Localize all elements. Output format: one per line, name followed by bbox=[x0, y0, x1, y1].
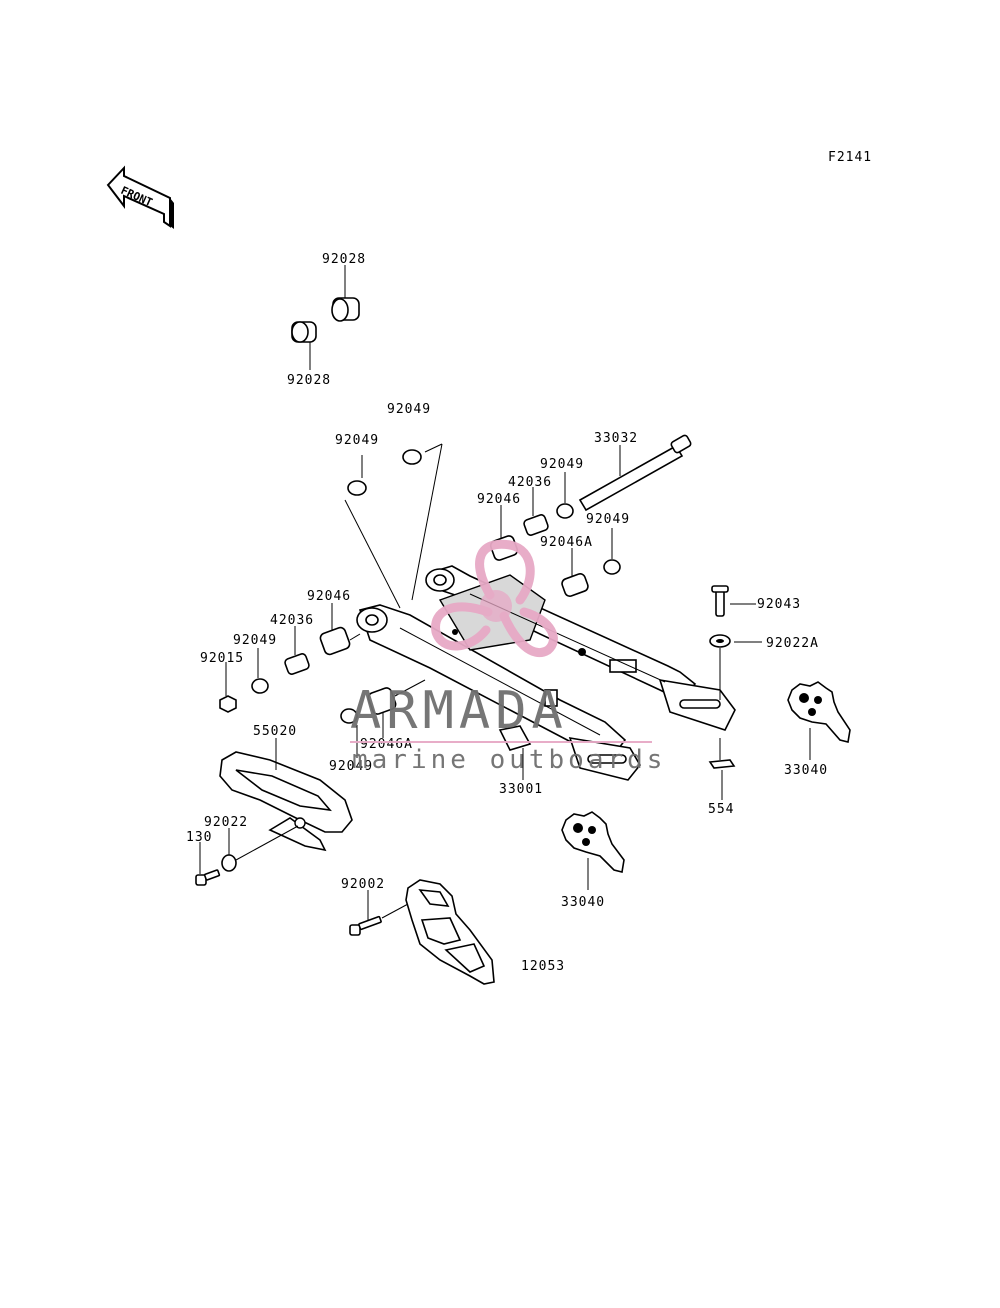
seal-92049-f bbox=[340, 708, 358, 724]
label-12053: 12053 bbox=[521, 959, 565, 974]
label-33001: 33001 bbox=[499, 782, 543, 797]
pivot-shaft-33032 bbox=[578, 434, 692, 512]
label-33032: 33032 bbox=[594, 431, 638, 446]
label-42036-right: 42036 bbox=[508, 475, 552, 490]
watermark: ARMADA marine outboards bbox=[350, 539, 666, 775]
label-92022A: 92022A bbox=[766, 636, 819, 651]
label-554: 554 bbox=[708, 802, 734, 817]
seal-92049-c bbox=[556, 503, 574, 519]
armada-propeller-logo bbox=[431, 539, 558, 658]
cotter-pin-554 bbox=[708, 738, 736, 769]
washer-92022 bbox=[221, 854, 237, 872]
chain-guide-12053 bbox=[405, 879, 495, 985]
label-92028-top: 92028 bbox=[322, 252, 366, 267]
bushing-92028-bottom bbox=[291, 321, 317, 370]
label-92022: 92022 bbox=[204, 815, 248, 830]
bolt-130 bbox=[195, 869, 221, 886]
label-92046-right: 92046 bbox=[477, 492, 521, 507]
label-92028-bottom: 92028 bbox=[287, 373, 331, 388]
label-33040-center: 33040 bbox=[561, 895, 605, 910]
label-55020: 55020 bbox=[253, 724, 297, 739]
label-92015: 92015 bbox=[200, 651, 244, 666]
watermark-tagline: marine outboards bbox=[352, 745, 666, 775]
label-92049-a: 92049 bbox=[387, 402, 431, 417]
watermark-brand: ARMADA bbox=[350, 681, 568, 741]
label-92049-b: 92049 bbox=[335, 433, 379, 448]
chain-slider-55020 bbox=[219, 751, 353, 852]
label-92046A-left: 92046A bbox=[360, 737, 413, 752]
bolt-92002 bbox=[349, 915, 382, 936]
pin-92043 bbox=[711, 585, 729, 617]
label-33040-right: 33040 bbox=[784, 763, 828, 778]
sleeve-42036-left bbox=[284, 653, 310, 675]
label-92046A-right: 92046A bbox=[540, 535, 593, 550]
label-92049-c: 92049 bbox=[540, 457, 584, 472]
label-92049-f: 92049 bbox=[329, 759, 373, 774]
front-arrow-icon: FRONT bbox=[106, 165, 174, 229]
bearing-92046-left bbox=[319, 626, 351, 656]
label-92049-e: 92049 bbox=[233, 633, 277, 648]
nut-92015 bbox=[219, 695, 237, 713]
chain-adjuster-33040-right bbox=[787, 681, 851, 743]
figure-code: F2141 bbox=[828, 150, 872, 165]
bearing-92046A-right bbox=[561, 573, 589, 597]
seal-92049-e bbox=[251, 678, 269, 694]
washer-92022A bbox=[709, 634, 731, 648]
label-92049-d: 92049 bbox=[586, 512, 630, 527]
seal-92049-a bbox=[402, 449, 422, 465]
label-130: 130 bbox=[186, 830, 212, 845]
bearing-92046A-left bbox=[367, 687, 397, 715]
label-92043: 92043 bbox=[757, 597, 801, 612]
label-92002: 92002 bbox=[341, 877, 385, 892]
label-42036-left: 42036 bbox=[270, 613, 314, 628]
sleeve-42036-right bbox=[523, 514, 549, 536]
label-92046-left: 92046 bbox=[307, 589, 351, 604]
seal-92049-d bbox=[603, 559, 621, 575]
seal-92049-b bbox=[347, 480, 367, 496]
chain-adjuster-33040-center bbox=[561, 811, 625, 873]
bushing-92028-top bbox=[331, 265, 360, 322]
